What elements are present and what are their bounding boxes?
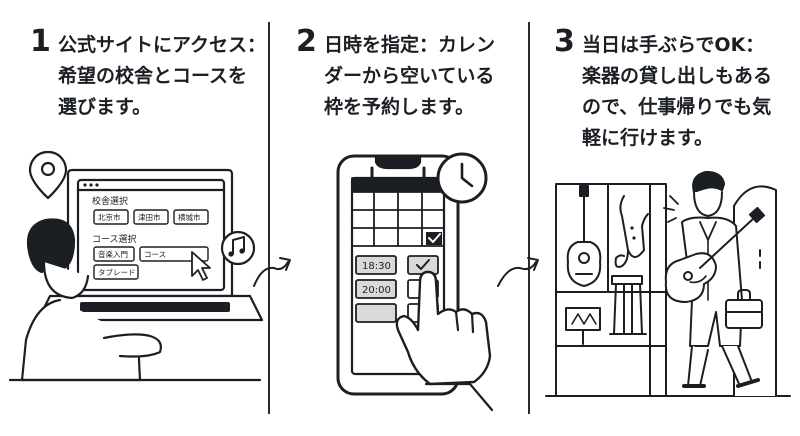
arrow-2-head: [527, 257, 539, 271]
mouse-cursor-icon: [191, 251, 211, 281]
arrow-1-head: [279, 257, 291, 271]
step-3-line-4: 軽に行けます。: [582, 127, 714, 149]
music-note-icon: [220, 230, 256, 266]
step-3-line-2: 楽器の貸し出しもある: [582, 65, 773, 87]
campus-option-1-label: 北京市: [98, 212, 121, 222]
arrow-1-to-2: [253, 261, 289, 287]
course-option-2[interactable]: [139, 246, 209, 262]
time-slot-1-label: 18:30: [362, 261, 391, 272]
course-selection-title: コース選択: [92, 233, 137, 245]
campus-option-3[interactable]: [173, 209, 209, 225]
pointing-hand-icon: [395, 270, 494, 412]
campus-option-2[interactable]: [133, 209, 169, 225]
time-slot-1[interactable]: [355, 255, 397, 275]
campus-option-2-label: 津田市: [138, 212, 161, 222]
step-2-text: 日時を指定：カレン ダーから空いている 枠を予約します。: [324, 30, 554, 123]
step-2-number: 2: [296, 24, 317, 59]
step-1-number: 1: [30, 24, 51, 59]
music-stand-icon: [565, 307, 601, 345]
time-slot-2-label: 20:00: [362, 285, 391, 296]
time-slot-empty-2[interactable]: [355, 303, 397, 323]
step-2-line-3: 枠を予約します。: [324, 96, 475, 118]
step-1-text: 公式サイトにアクセス： 希望の校舎とコースを 選びます。: [58, 30, 288, 123]
course-option-1[interactable]: [93, 246, 135, 262]
course-option-2-label: コース: [144, 250, 166, 259]
checkmark-icon: [428, 233, 441, 243]
saxophone-icon: [614, 195, 649, 268]
stool-icon: [609, 275, 647, 335]
clock-icon: [436, 152, 488, 204]
step-2-line-2: ダーから空いている: [324, 65, 495, 87]
campus-option-1[interactable]: [93, 209, 129, 225]
guitar-icon: [566, 185, 602, 287]
campus-option-3-label: 横城市: [178, 212, 201, 222]
calendar-grid: [351, 166, 445, 247]
campus-selection-title: 校舎選択: [92, 195, 128, 207]
locker-door: [733, 185, 777, 397]
person-at-laptop: [20, 218, 162, 382]
step-1-line-2: 希望の校舎とコースを: [58, 65, 248, 87]
course-option-1-label: 音楽入門: [98, 249, 128, 259]
course-option-3-label: タブレード: [98, 267, 136, 277]
held-guitar-icon: [664, 206, 766, 303]
step-1-line-3: 選びます。: [58, 96, 152, 118]
step-2-line-1: 日時を指定：カレン: [324, 34, 496, 56]
step-1-line-1: 公式サイトにアクセス：: [58, 34, 267, 56]
arrow-2-to-3: [497, 261, 537, 287]
time-slot-2[interactable]: [355, 279, 397, 299]
location-pin-icon: [28, 150, 68, 200]
briefcase-icon: [725, 289, 763, 329]
step-3-text: 当日は手ぶらでOK： 楽器の貸し出しもある ので、仕事帰りでも気 軽に行けます。: [582, 30, 800, 154]
step-3-line-3: ので、仕事帰りでも気: [582, 96, 772, 118]
step-3-number: 3: [554, 24, 575, 59]
time-slot-selected[interactable]: [407, 255, 439, 275]
course-option-3[interactable]: [93, 264, 139, 280]
step-3-line-1: 当日は手ぶらでOK：: [582, 34, 765, 56]
column-divider-2: [528, 22, 530, 414]
column-divider-1: [268, 22, 270, 414]
selected-slot-checkmark-icon: [416, 259, 430, 270]
